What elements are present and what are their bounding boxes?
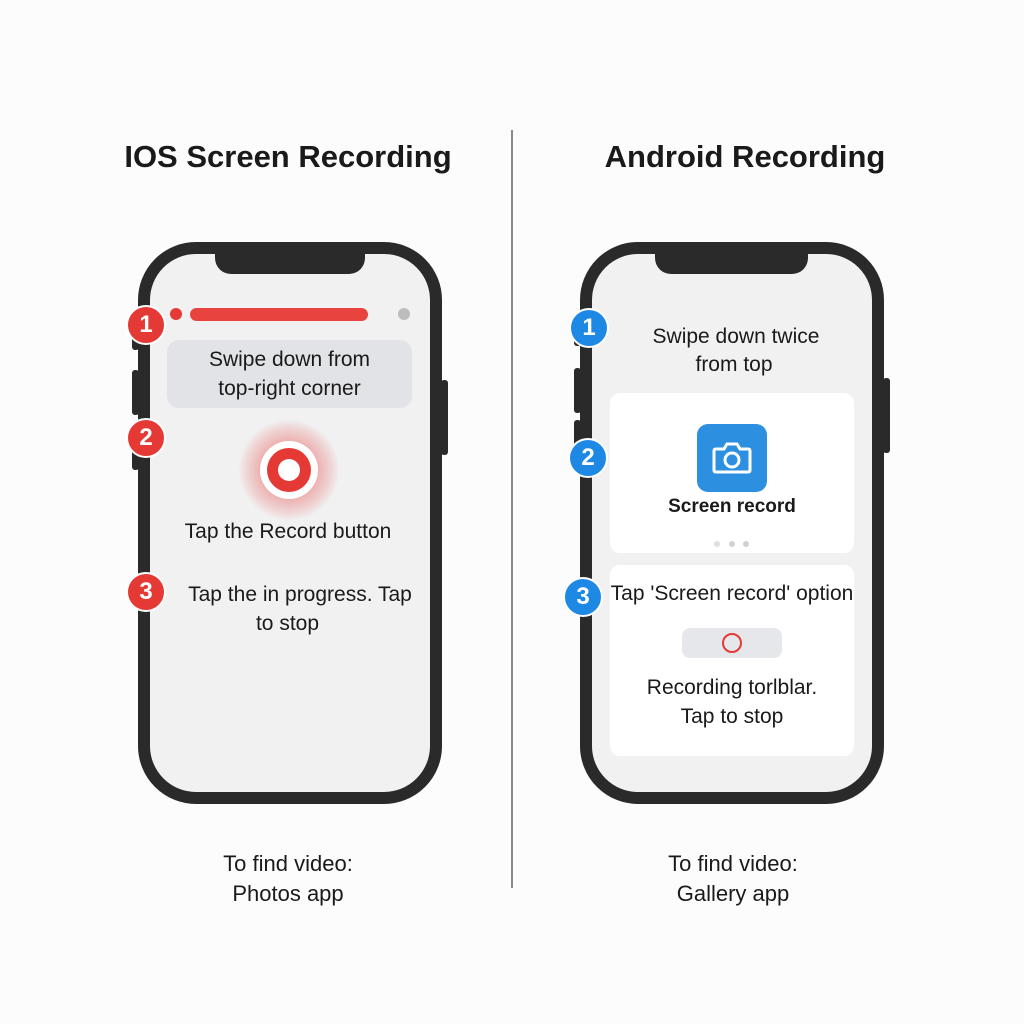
- page-dot: [743, 541, 749, 547]
- step-2-badge: 2: [568, 438, 608, 478]
- step-3-line1: Tap the in progress. Tap: [188, 583, 412, 606]
- stop-record-icon: [722, 633, 742, 653]
- status-dot: [398, 308, 410, 320]
- swipe-instruction-box: Swipe down from top-right corner: [167, 340, 412, 408]
- step-3-line1: Recording torlblar.: [646, 676, 818, 699]
- step-3-text: Tap 'Screen record' option: [610, 582, 854, 605]
- recording-panel: [610, 565, 854, 756]
- recording-status-bar: [190, 308, 368, 321]
- screen-record-tile[interactable]: [697, 424, 767, 492]
- step-1-badge: 1: [126, 305, 166, 345]
- notch: [655, 254, 808, 274]
- step-1-line1: Swipe down twice: [652, 325, 820, 348]
- phone-side-button: [883, 378, 890, 453]
- divider: [511, 130, 513, 888]
- step-2-badge: 2: [126, 418, 166, 458]
- phone-side-button: [441, 380, 448, 455]
- footer-line2: Photos app: [232, 881, 344, 906]
- step-1-line2: from top: [695, 353, 773, 376]
- phone-side-button: [574, 368, 581, 413]
- recording-dot: [170, 308, 182, 320]
- record-button[interactable]: [260, 441, 318, 499]
- page-dot: [714, 541, 720, 547]
- camera-icon: [712, 442, 752, 474]
- step-2-text: Tap the Record button: [184, 520, 392, 543]
- step-3-badge: 3: [563, 577, 603, 617]
- record-icon: [267, 448, 311, 492]
- ios-phone: [138, 242, 442, 804]
- step-3-line2: Tap to stop: [680, 705, 784, 728]
- ios-title: IOS Screen Recording: [124, 139, 452, 174]
- step-3-badge: 3: [126, 572, 166, 612]
- page-dot: [729, 541, 735, 547]
- footer-line1: To find video:: [223, 851, 353, 876]
- step-3-line2: to stop: [255, 612, 320, 635]
- step-1-badge: 1: [569, 308, 609, 348]
- footer-line2: Gallery app: [676, 881, 790, 906]
- recording-toolbar[interactable]: [682, 628, 782, 658]
- footer-line1: To find video:: [668, 851, 798, 876]
- notch: [215, 254, 365, 274]
- step-1-line1: Swipe down from: [208, 348, 371, 371]
- ios-footer: To find video: Photos app: [138, 849, 438, 909]
- android-footer: To find video: Gallery app: [583, 849, 883, 909]
- step-1-line2: top-right corner: [218, 377, 361, 400]
- screen-record-label: Screen record: [668, 496, 796, 517]
- android-title: Android Recording: [604, 139, 886, 174]
- phone-side-button: [132, 370, 139, 415]
